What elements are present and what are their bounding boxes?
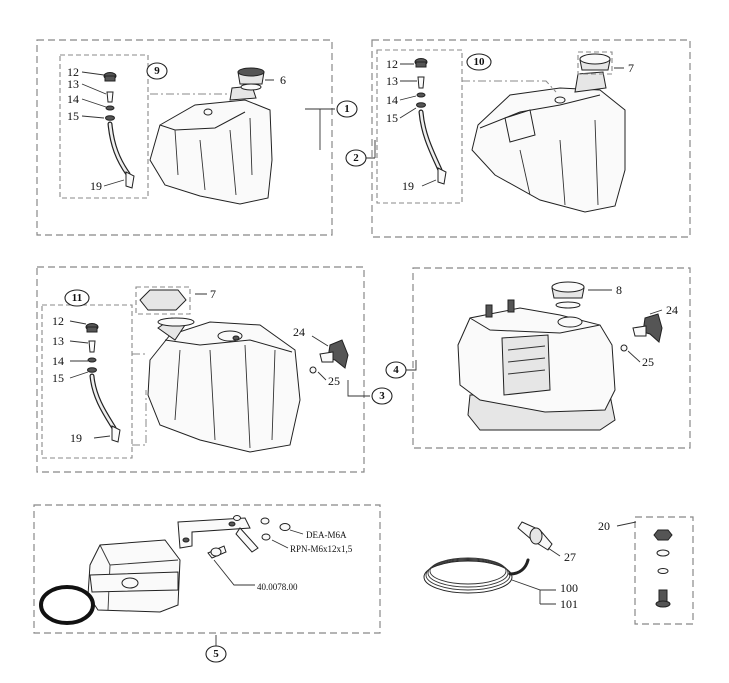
filler-cap-8 [551, 281, 585, 309]
svg-text:2: 2 [353, 152, 359, 164]
label-13: 13 [52, 334, 64, 348]
label-19: 19 [90, 179, 102, 193]
group-4-leaders [405, 289, 663, 371]
group-2-hose-kit-frame [376, 49, 463, 204]
hardware-set-20 [653, 529, 673, 608]
washer-25 [620, 344, 628, 352]
filler-cap-6 [237, 67, 265, 91]
part-code-40-0078-00: 40.0078.00 [257, 582, 298, 592]
svg-text:11: 11 [72, 292, 82, 304]
group-5-leaders [213, 529, 304, 648]
label-12: 12 [386, 57, 398, 71]
label-15: 15 [67, 109, 79, 123]
group-2-leaders [366, 63, 624, 187]
svg-text:10: 10 [474, 56, 486, 68]
label-12: 12 [52, 314, 64, 328]
filler-cap-7 [135, 286, 195, 327]
label-27: 27 [564, 550, 576, 564]
callout-10: 10 [466, 53, 492, 71]
label-24: 24 [293, 325, 305, 339]
group-3-hose-kit-frame [41, 304, 133, 459]
label-15: 15 [52, 371, 64, 385]
hose-kit-2 [414, 58, 447, 185]
label-25: 25 [328, 374, 340, 388]
label-7: 7 [628, 61, 634, 75]
filler-cap-7 [577, 51, 613, 75]
label-8: 8 [616, 283, 622, 297]
hose-kit-3 [85, 323, 121, 443]
label-24: 24 [666, 303, 678, 317]
callout-11: 11 [64, 289, 90, 307]
group-2-link-line [462, 80, 557, 93]
support-block [87, 539, 181, 613]
svg-text:5: 5 [213, 648, 219, 660]
svg-text:3: 3 [379, 390, 385, 402]
group-3-frame [36, 266, 365, 473]
group-1-leaders [81, 71, 335, 187]
label-7: 7 [210, 287, 216, 301]
label-6: 6 [280, 73, 286, 87]
label-25: 25 [642, 355, 654, 369]
label-100: 100 [560, 581, 578, 595]
label-12: 12 [67, 65, 79, 79]
callout-4: 4 [385, 361, 407, 379]
leader-100-101 [540, 589, 556, 605]
loose-parts: 27 100 101 20 [423, 516, 694, 625]
label-14: 14 [386, 93, 398, 107]
group-3-link-line [132, 353, 148, 446]
label-13: 13 [386, 74, 398, 88]
label-101: 101 [560, 597, 578, 611]
part-code-rpn-m6x12x1-5: RPN-M6x12x1,5 [290, 544, 353, 554]
fuel-tank-4 [457, 299, 616, 431]
assembly-group-3: 12 13 14 15 19 7 24 25 11 3 [36, 266, 393, 473]
callout-9: 9 [146, 62, 168, 80]
group-3-leaders [69, 293, 370, 439]
fuel-tank-2 [471, 71, 626, 213]
label-14: 14 [52, 354, 64, 368]
bolt-washers [207, 515, 291, 559]
label-15: 15 [386, 111, 398, 125]
assembly-group-1: 12 13 14 15 19 6 9 1 [36, 39, 358, 236]
assembly-group-4: 8 24 25 4 [385, 267, 691, 449]
label-13: 13 [67, 77, 79, 91]
mounting-bracket [177, 517, 259, 553]
group-2-frame [371, 39, 691, 238]
fuel-valve-24 [319, 339, 349, 369]
callout-1: 1 [336, 100, 358, 118]
label-19: 19 [402, 179, 414, 193]
callout-5: 5 [205, 645, 227, 663]
assembly-group-2: 12 13 14 15 19 7 10 2 [345, 39, 691, 238]
label-14: 14 [67, 92, 79, 106]
callout-3: 3 [371, 387, 393, 405]
group-20-frame [634, 516, 694, 625]
rubber-ring [39, 585, 95, 625]
svg-text:1: 1 [344, 103, 350, 115]
fuel-tank-3 [147, 317, 301, 453]
fuel-tank-1 [149, 85, 273, 205]
hose-kit-1 [103, 72, 135, 189]
fuel-valve-24 [632, 313, 663, 343]
group-1-frame [36, 39, 333, 236]
svg-text:9: 9 [154, 65, 160, 77]
svg-text:4: 4 [393, 364, 399, 376]
label-19: 19 [70, 431, 82, 445]
group-1-hose-kit-frame [59, 54, 149, 199]
callout-2: 2 [345, 149, 367, 167]
fuel-filter-27 [517, 521, 561, 557]
part-code-dea-m6a: DEA-M6A [306, 530, 347, 540]
fuel-line-coil [423, 557, 541, 604]
washer-25 [309, 366, 317, 374]
group-4-frame [412, 267, 691, 449]
leader-20 [616, 521, 637, 527]
group-5-frame [33, 504, 381, 634]
label-20: 20 [598, 519, 610, 533]
assembly-group-5: DEA-M6A RPN-M6x12x1,5 40.0078.00 5 [33, 504, 381, 663]
